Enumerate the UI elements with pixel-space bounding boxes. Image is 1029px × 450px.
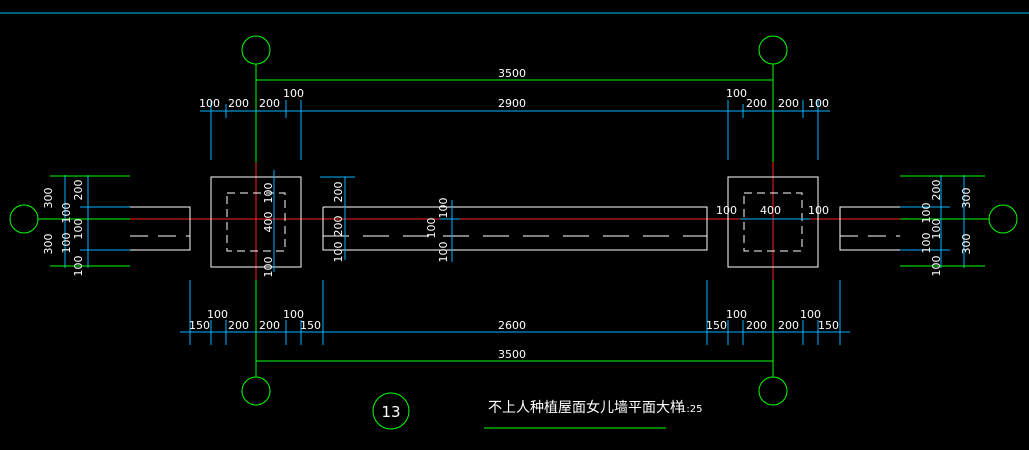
dim-pier-left-top: 100 bbox=[262, 183, 275, 204]
dim-center-v-1: 200 bbox=[332, 182, 345, 203]
axis-grid bbox=[9, 35, 1018, 406]
dim-center-v-4: 100 bbox=[437, 198, 450, 219]
axis-bubble-left[interactable] bbox=[9, 204, 39, 234]
dim-top-left-3: 200 bbox=[259, 97, 280, 110]
wall-segment-far-right bbox=[839, 206, 900, 251]
wall-segment-center bbox=[322, 206, 708, 251]
axis-bubble-bottom-left[interactable] bbox=[241, 376, 271, 406]
pier-right-core bbox=[743, 192, 803, 252]
axis-bubble-top-right[interactable] bbox=[758, 35, 788, 65]
pier-right[interactable] bbox=[727, 176, 819, 268]
dim-bottom-right-2: 100 bbox=[726, 308, 747, 321]
dimension-labels: 3500 2900 100 200 200 100 100 200 200 10… bbox=[42, 67, 973, 361]
drawing-scale: 1:25 bbox=[680, 404, 702, 415]
dim-right-v-7: 100 bbox=[930, 256, 943, 277]
wall-geometry bbox=[130, 176, 900, 268]
dim-top-left-2: 200 bbox=[228, 97, 249, 110]
dim-bottom-left-6: 150 bbox=[300, 319, 321, 332]
detail-number: 13 bbox=[381, 403, 400, 421]
detail-number-bubble[interactable] bbox=[372, 392, 410, 430]
axis-bubble-top-left[interactable] bbox=[241, 35, 271, 65]
axis-bubble-bottom-right[interactable] bbox=[758, 376, 788, 406]
dim-bottom-right-1: 150 bbox=[706, 319, 727, 332]
dim-center-v-6: 100 bbox=[437, 242, 450, 263]
dim-bottom-overall: 3500 bbox=[498, 348, 526, 361]
dimension-lines bbox=[50, 79, 985, 362]
dim-left-v-3: 200 bbox=[72, 180, 85, 201]
dim-center-v-2: 200 bbox=[332, 216, 345, 237]
dim-bottom-right-5: 100 bbox=[800, 308, 821, 321]
dim-bottom-right-3: 200 bbox=[746, 319, 767, 332]
dim-top-left-1: 100 bbox=[199, 97, 220, 110]
dim-top-overall: 3500 bbox=[498, 67, 526, 80]
dim-left-v-1: 300 bbox=[42, 188, 55, 209]
dim-bottom-right-6: 150 bbox=[818, 319, 839, 332]
dim-left-v-7: 100 bbox=[72, 256, 85, 277]
pier-left-core bbox=[226, 192, 286, 252]
dim-center-v-3: 100 bbox=[332, 242, 345, 263]
dim-right-v-1: 300 bbox=[960, 188, 973, 209]
dim-right-v-2: 300 bbox=[960, 234, 973, 255]
dim-right-v-6: 100 bbox=[920, 233, 933, 254]
pier-left[interactable] bbox=[210, 176, 302, 268]
drawing-title: 不上人种植屋面女儿墙平面大样 bbox=[488, 399, 684, 416]
dim-bottom-inner: 2600 bbox=[498, 319, 526, 332]
dim-bottom-left-4: 200 bbox=[259, 319, 280, 332]
dim-pier-right-edge-right: 100 bbox=[808, 204, 829, 217]
dim-top-right-2: 200 bbox=[746, 97, 767, 110]
dim-bottom-left-3: 200 bbox=[228, 319, 249, 332]
dim-pier-right-edge-left: 100 bbox=[716, 204, 737, 217]
dim-bottom-left-5: 100 bbox=[283, 308, 304, 321]
dim-pier-right-size: 400 bbox=[760, 204, 781, 217]
axis-bubble-right[interactable] bbox=[988, 204, 1018, 234]
title-block: 13 不上人种植屋面女儿墙平面大样 1:25 bbox=[372, 392, 702, 430]
dim-pier-left-size: 400 bbox=[262, 212, 275, 233]
dim-top-right-3: 200 bbox=[778, 97, 799, 110]
dim-right-v-5: 100 bbox=[930, 219, 943, 240]
dim-bottom-right-4: 200 bbox=[778, 319, 799, 332]
dim-top-inner: 2900 bbox=[498, 97, 526, 110]
dim-top-right-1: 100 bbox=[726, 87, 747, 100]
dim-right-v-3: 200 bbox=[930, 180, 943, 201]
dim-left-v-2: 300 bbox=[42, 234, 55, 255]
centerlines bbox=[130, 162, 900, 280]
dim-top-right-4: 100 bbox=[808, 97, 829, 110]
dim-left-v-6: 100 bbox=[60, 233, 73, 254]
wall-segment-far-left bbox=[130, 206, 191, 251]
dim-pier-left-bottom: 100 bbox=[262, 257, 275, 278]
dim-left-v-4: 100 bbox=[60, 203, 73, 224]
dim-center-v-5: 100 bbox=[425, 218, 438, 239]
dim-bottom-left-2: 100 bbox=[207, 308, 228, 321]
dim-top-left-4: 100 bbox=[283, 87, 304, 100]
dim-right-v-4: 100 bbox=[920, 203, 933, 224]
dim-left-v-5: 100 bbox=[72, 219, 85, 240]
dim-bottom-left-1: 150 bbox=[189, 319, 210, 332]
